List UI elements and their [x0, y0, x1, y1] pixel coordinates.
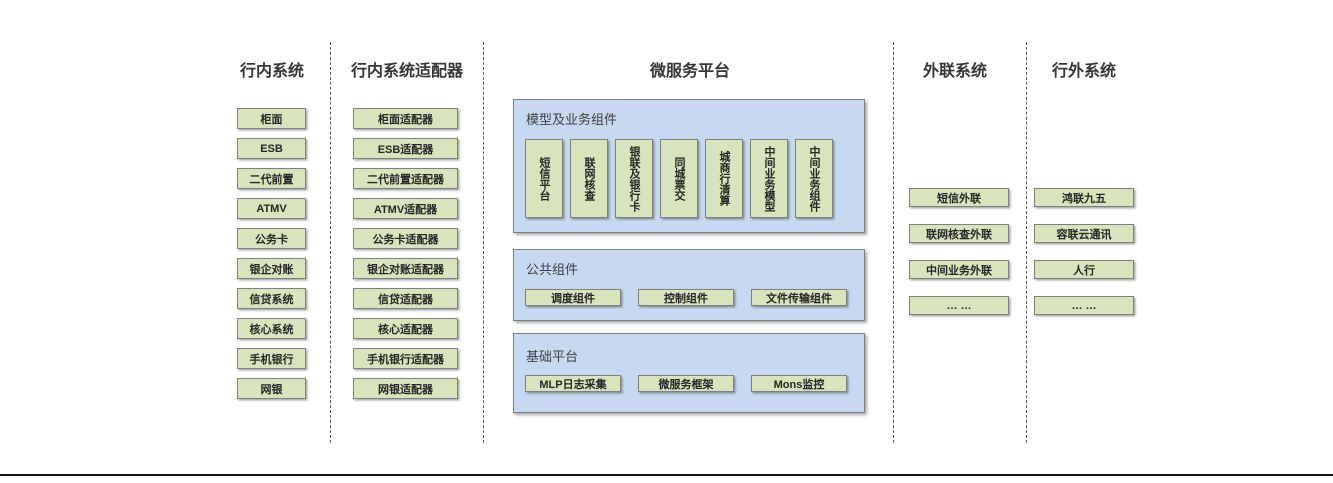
service-box: 中间业务模型: [750, 139, 788, 218]
adapter-box: 网银适配器: [353, 378, 458, 399]
column-header-adapters: 行内系统适配器: [350, 63, 464, 80]
adapter-box: 二代前置适配器: [353, 168, 458, 189]
outreach-system-box: 中间业务外联: [909, 260, 1009, 279]
column-divider: [330, 42, 331, 443]
service-box: 中间业务组件: [795, 139, 833, 218]
component-box-row: 调度组件 控制组件 文件传输组件: [525, 289, 847, 306]
column-header-platform: 微服务平台: [649, 63, 731, 80]
adapter-box: 柜面适配器: [353, 108, 458, 129]
service-box: 短信平台: [525, 139, 563, 218]
internal-system-box: 公务卡: [237, 228, 306, 249]
outreach-system-box: 联网核查外联: [909, 224, 1009, 243]
internal-system-box: 二代前置: [237, 168, 306, 189]
adapter-box: 核心适配器: [353, 318, 458, 339]
component-box: 文件传输组件: [751, 289, 847, 306]
component-box: 微服务框架: [638, 375, 734, 392]
external-system-box: … …: [1034, 296, 1134, 315]
adapter-box: 银企对账适配器: [353, 258, 458, 279]
adapter-box: ATMV适配器: [353, 198, 458, 219]
service-box: 银联及银行卡: [615, 139, 653, 218]
panel-label: 模型及业务组件: [526, 112, 618, 127]
component-box: 控制组件: [638, 289, 734, 306]
column-outreach-systems: 短信外联 联网核查外联 中间业务外联 … …: [909, 188, 1009, 315]
panel-label: 基础平台: [526, 349, 579, 364]
column-header-external: 行外系统: [1051, 63, 1117, 80]
column-external-systems: 鸿联九五 容联云通讯 人行 … …: [1034, 188, 1134, 315]
component-box: MLP日志采集: [525, 375, 621, 392]
service-box: 同城票交: [660, 139, 698, 218]
internal-system-box: 核心系统: [237, 318, 306, 339]
common-components-panel: 公共组件 调度组件 控制组件 文件传输组件: [513, 249, 865, 321]
service-box: 联网核查: [570, 139, 608, 218]
component-box: Mons监控: [751, 375, 847, 392]
base-platform-panel: 基础平台 MLP日志采集 微服务框架 Mons监控: [513, 333, 865, 413]
panel-label: 公共组件: [526, 262, 579, 277]
component-box: 调度组件: [525, 289, 621, 306]
model-business-panel: 模型及业务组件 短信平台 联网核查 银联及银行卡 同城票交 城商行清算 中间业务…: [513, 99, 865, 233]
column-internal-adapters: 柜面适配器 ESB适配器 二代前置适配器 ATMV适配器 公务卡适配器 银企对账…: [353, 108, 458, 399]
service-box: 城商行清算: [705, 139, 743, 218]
adapter-box: ESB适配器: [353, 138, 458, 159]
external-system-box: 容联云通讯: [1034, 224, 1134, 243]
outreach-system-box: … …: [909, 296, 1009, 315]
adapter-box: 手机银行适配器: [353, 348, 458, 369]
external-system-box: 人行: [1034, 260, 1134, 279]
column-divider: [893, 42, 894, 443]
external-system-box: 鸿联九五: [1034, 188, 1134, 207]
column-divider: [1026, 42, 1027, 443]
internal-system-box: ATMV: [237, 198, 306, 219]
column-divider: [483, 42, 484, 443]
component-box-row: MLP日志采集 微服务框架 Mons监控: [525, 375, 847, 392]
internal-system-box: 网银: [237, 378, 306, 399]
internal-system-box: ESB: [237, 138, 306, 159]
internal-system-box: 手机银行: [237, 348, 306, 369]
internal-system-box: 柜面: [237, 108, 306, 129]
internal-system-box: 信贷系统: [237, 288, 306, 309]
internal-system-box: 银企对账: [237, 258, 306, 279]
bottom-border-line: [0, 474, 1333, 476]
column-header-outreach: 外联系统: [922, 63, 988, 80]
column-internal-systems: 柜面 ESB 二代前置 ATMV 公务卡 银企对账 信贷系统 核心系统 手机银行…: [237, 108, 306, 399]
service-box-row: 短信平台 联网核查 银联及银行卡 同城票交 城商行清算 中间业务模型 中间业务组…: [525, 139, 833, 218]
adapter-box: 公务卡适配器: [353, 228, 458, 249]
outreach-system-box: 短信外联: [909, 188, 1009, 207]
column-header-internal: 行内系统: [239, 63, 305, 80]
adapter-box: 信贷适配器: [353, 288, 458, 309]
